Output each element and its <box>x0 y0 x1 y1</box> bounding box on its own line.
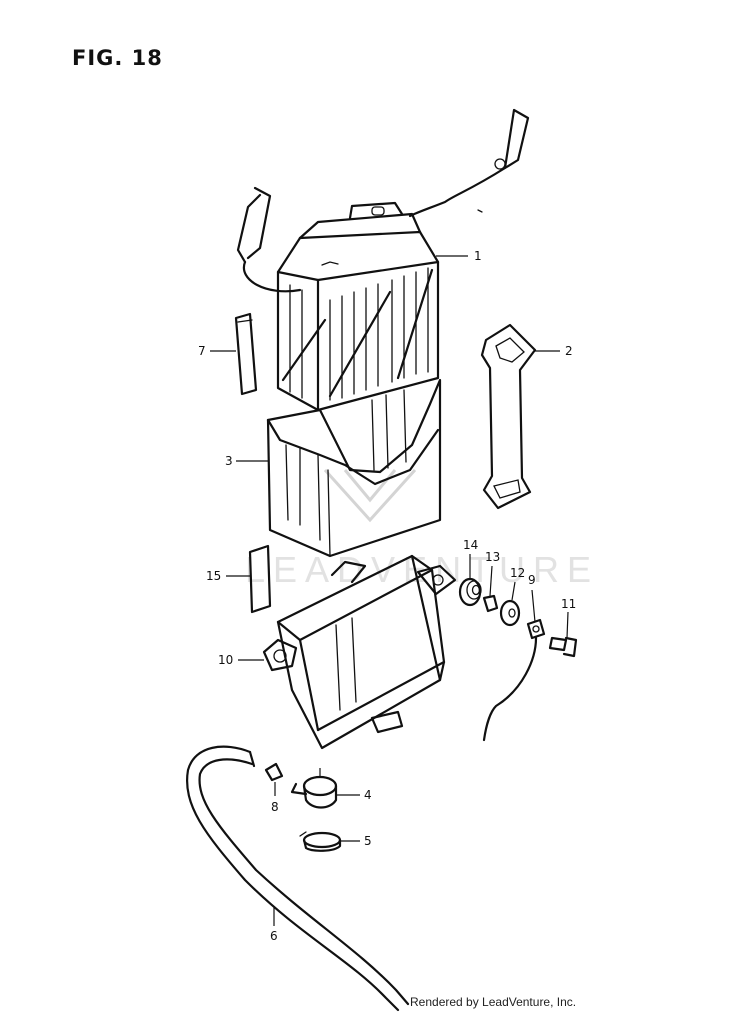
bolt-icon[interactable] <box>548 636 578 658</box>
callout-12[interactable]: 12 <box>510 566 525 580</box>
callout-5[interactable]: 5 <box>364 834 372 848</box>
watermark-text: LEADVENTURE <box>245 549 599 590</box>
render-credit: Rendered by LeadVenture, Inc. <box>410 995 577 1009</box>
collar-icon[interactable] <box>482 594 499 613</box>
callout-2[interactable]: 2 <box>565 344 573 358</box>
figure-title: FIG. 18 <box>72 46 163 70</box>
battery-icon[interactable] <box>236 108 530 412</box>
callout-4[interactable]: 4 <box>364 788 372 802</box>
strap-icon[interactable] <box>480 323 537 510</box>
callout-11[interactable]: 11 <box>561 597 576 611</box>
callout-7[interactable]: 7 <box>198 344 206 358</box>
callout-3[interactable]: 3 <box>225 454 233 468</box>
clip-icon[interactable] <box>264 762 284 782</box>
callout-15[interactable]: 15 <box>206 569 221 583</box>
cushion-tube-icon[interactable] <box>234 312 258 396</box>
callout-10[interactable]: 10 <box>218 653 233 667</box>
callout-14[interactable]: 14 <box>463 538 478 552</box>
hose-clamp-icon[interactable] <box>299 831 342 852</box>
leader-lines <box>210 255 569 926</box>
case-icon[interactable] <box>266 378 442 558</box>
callout-9[interactable]: 9 <box>528 573 536 587</box>
callout-8[interactable]: 8 <box>271 800 279 814</box>
callout-1[interactable]: 1 <box>474 249 482 263</box>
callout-13[interactable]: 13 <box>485 550 500 564</box>
ground-lead-icon[interactable] <box>482 618 546 742</box>
callout-labels: 1 2 3 4 5 6 7 8 9 10 11 12 13 14 15 <box>198 249 576 943</box>
pad-icon[interactable] <box>248 544 272 614</box>
washer-icon[interactable] <box>499 599 521 627</box>
grommet-icon[interactable] <box>458 577 482 607</box>
hose-icon[interactable] <box>186 745 410 1012</box>
tray-icon[interactable] <box>262 554 457 750</box>
callout-6[interactable]: 6 <box>270 929 278 943</box>
breather-cap-icon[interactable] <box>290 775 338 809</box>
